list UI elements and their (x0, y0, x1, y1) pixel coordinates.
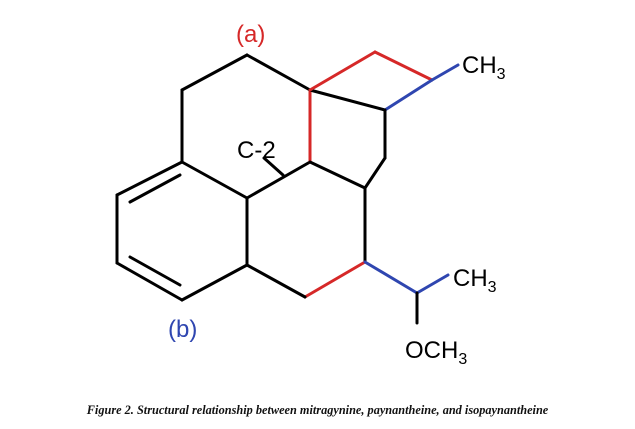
bond-A-J (245, 53, 312, 92)
bond-Pp-R (363, 260, 419, 295)
bond-A-B (180, 53, 249, 92)
bond-d1-d2 (128, 173, 182, 204)
bond-L-M (373, 50, 434, 82)
label-c2: C-2 (237, 137, 276, 164)
bond-M-T (430, 63, 460, 82)
label-methoxy: OCH3 (405, 337, 467, 368)
bond-J-K (308, 88, 387, 112)
bond-e1-e2 (128, 255, 182, 287)
label-methyl-side: CH3 (453, 265, 497, 296)
bond-H-I (245, 160, 312, 200)
bond-C-D (115, 160, 184, 197)
bond-R-S (415, 273, 450, 295)
bond-Pp-Q (303, 260, 367, 299)
label-methyl-top: CH3 (462, 52, 506, 83)
bond-N-O (363, 156, 387, 190)
bond-G-Q (245, 263, 307, 299)
label-b: (b) (168, 316, 197, 343)
bond-J-L (308, 50, 377, 92)
bond-c1-c2 (262, 156, 285, 177)
bond-E-F (115, 261, 184, 302)
label-a: (a) (236, 21, 265, 48)
bond-I-O (308, 160, 367, 190)
figure-caption: Figure 2. Structural relationship betwee… (86, 403, 549, 417)
bond-F-G (180, 263, 249, 302)
bond-M-K (383, 78, 434, 112)
bond-H-C (180, 160, 249, 200)
bonds (115, 50, 460, 325)
